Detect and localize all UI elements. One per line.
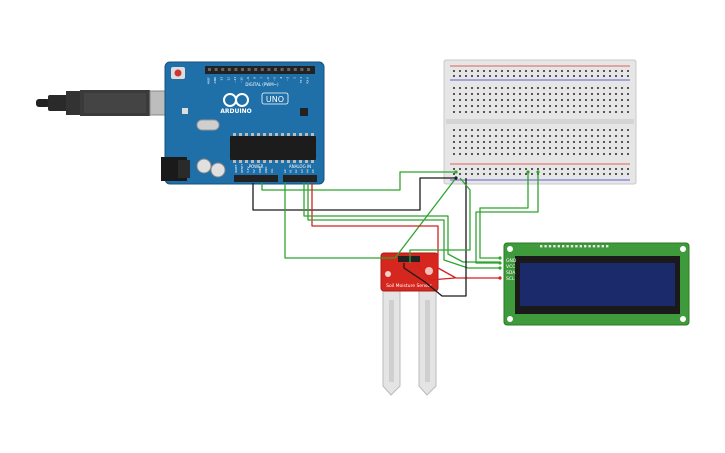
sensor-header	[398, 256, 420, 262]
analog-pin-label: A1	[289, 169, 293, 173]
atmega-chip	[230, 136, 316, 160]
power-pin-label: 5V	[252, 169, 256, 173]
sensor-label: Soil Moisture Sensor	[386, 283, 432, 289]
digital-pin-label: ~11	[233, 77, 237, 83]
digital-pin-label: ~3	[286, 77, 290, 81]
digital-header-label: DIGITAL (PWM~)	[245, 82, 279, 87]
digital-pin-label: ~9	[246, 77, 250, 81]
digital-pin-hole	[254, 68, 258, 71]
digital-pin-label: ~5	[273, 77, 277, 81]
arduino-logo-text: ARDUINO	[220, 108, 251, 115]
lcd-pin-gnd: GND	[506, 258, 517, 264]
power-header-label: POWER	[249, 164, 264, 169]
power-pin-label: GND	[258, 167, 262, 173]
digital-pin-hole	[214, 68, 218, 71]
lcd-top-pins	[540, 245, 609, 248]
arduino-model-text: UNO	[266, 95, 284, 104]
digital-pin-hole	[300, 68, 304, 71]
digital-pin-hole	[241, 68, 244, 71]
wires	[252, 171, 539, 297]
digital-pin-label: 8	[253, 77, 257, 79]
digital-pin-hole	[247, 68, 251, 71]
digital-pin-hole	[307, 68, 310, 71]
digital-pin-hole	[274, 68, 277, 71]
wire-black-gnd-bb	[252, 177, 456, 211]
digital-pin-hole	[260, 68, 264, 71]
lcd-pin-vcc: VCC	[506, 264, 515, 270]
wire-green-arduino-sensor	[284, 177, 457, 259]
breadboard-center-channel	[446, 119, 634, 124]
lcd-screen	[520, 263, 675, 306]
wire-green-sensor-bb	[409, 177, 471, 263]
breadboard-holes	[453, 70, 629, 175]
capacitor	[196, 158, 212, 174]
usb-cable	[36, 90, 187, 116]
analog-pin-label: A4	[305, 169, 309, 173]
lcd-pin-sda: SDA	[506, 270, 516, 276]
power-pin-label: RESET	[240, 164, 244, 173]
digital-pin-hole	[221, 68, 225, 71]
wire-green-arduino-bb	[261, 171, 456, 191]
digital-pin-label: ~10	[240, 77, 244, 83]
digital-pin-label: 13	[220, 77, 224, 81]
wire-black-sensor-gnd	[403, 178, 467, 297]
digital-pin-label: RX 0	[306, 77, 310, 84]
digital-pin-label: TX 1	[299, 77, 303, 85]
digital-pin-label: GND	[213, 77, 217, 83]
wire-red-5v-lcd	[311, 183, 500, 279]
digital-pin-label: AREF	[207, 77, 211, 85]
digital-pin-hole	[267, 68, 271, 71]
power-pin-label: Vin	[270, 168, 274, 173]
analog-header-label: ANALOG IN	[289, 164, 311, 169]
digital-pin-hole	[287, 68, 291, 71]
digital-pin-holes	[208, 68, 310, 71]
digital-header	[205, 66, 315, 74]
power-pin-label: GND	[264, 167, 268, 173]
analog-pin-label: A5	[311, 169, 315, 173]
digital-pin-label: ~6	[266, 77, 270, 81]
digital-pin-label: 2	[292, 77, 296, 79]
wire-green-bb-lcd-1	[479, 172, 529, 259]
analog-pin-label: A0	[283, 169, 287, 173]
chip-legs	[233, 133, 314, 163]
digital-pin-hole	[280, 68, 284, 71]
lcd-pin-scl: SCL	[506, 276, 515, 282]
crystal	[196, 119, 220, 131]
breadboard[interactable]	[443, 59, 637, 185]
digital-pin-label: 12	[226, 77, 230, 81]
wire-green-scl-lcd	[307, 183, 500, 269]
capacitor	[210, 162, 226, 178]
power-pin-label: IOREF	[234, 164, 238, 173]
power-header	[234, 175, 278, 182]
power-pin-label: 3.3V	[246, 167, 250, 173]
digital-pin-hole	[293, 68, 297, 71]
digital-pin-label: 4	[279, 77, 283, 79]
digital-pin-hole	[227, 68, 231, 71]
analog-header	[283, 175, 317, 182]
digital-pin-hole	[234, 68, 238, 71]
wire-green-sda-lcd	[303, 183, 500, 263]
lcd-16x2-i2c[interactable]: GND VCC SDA SCL	[503, 242, 690, 326]
soil-moisture-sensor[interactable]: Soil Moisture Sensor	[380, 252, 439, 396]
wire-green-bb-lcd-2	[475, 172, 539, 264]
analog-pin-label: A3	[300, 169, 304, 173]
wire-endpoints	[454, 170, 540, 280]
digital-pin-hole	[208, 68, 211, 71]
digital-pin-label: 7	[259, 77, 263, 79]
wire-red-sensor-vcc	[415, 262, 456, 281]
analog-pin-label: A2	[294, 169, 298, 173]
